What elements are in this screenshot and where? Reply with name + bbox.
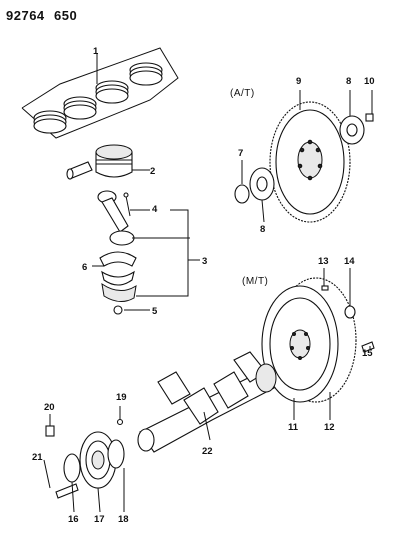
- piston-and-pin: [66, 144, 150, 180]
- callout-14: 14: [344, 256, 355, 267]
- diagram-code-left: 92764: [6, 8, 45, 23]
- callout-17: 17: [94, 514, 105, 525]
- callout-13: 13: [318, 256, 329, 267]
- callout-20: 20: [44, 402, 55, 413]
- section-label-at: (A/T): [230, 88, 255, 99]
- callout-19: 19: [116, 392, 127, 403]
- leader-bracket: [136, 209, 200, 297]
- callout-10: 10: [364, 76, 375, 87]
- connecting-rod: [97, 190, 190, 246]
- callout-3: 3: [202, 256, 207, 267]
- dowel-pin: [321, 268, 329, 291]
- callout-8-top: 8: [346, 76, 351, 87]
- crank-pulley-assembly: [43, 406, 125, 513]
- adapter-plate-at: [339, 90, 365, 145]
- drive-plate-bolt: [365, 90, 374, 122]
- callout-9: 9: [296, 76, 301, 87]
- callout-16: 16: [68, 514, 79, 525]
- drive-plate-at: [269, 90, 351, 223]
- callout-4: 4: [152, 204, 158, 215]
- callout-2: 2: [150, 166, 155, 177]
- rod-bearing-shells: [92, 251, 137, 302]
- flywheel-mt: [261, 277, 357, 420]
- rod-nut: [113, 305, 150, 315]
- callout-12: 12: [324, 422, 335, 433]
- spacer-and-adapter: [234, 160, 275, 223]
- section-label-mt: (M/T): [242, 276, 268, 287]
- pilot-bearing: [344, 268, 356, 319]
- callout-7: 7: [238, 148, 243, 159]
- callout-6: 6: [82, 262, 87, 273]
- callout-18: 18: [118, 514, 129, 525]
- callout-21: 21: [32, 452, 43, 463]
- callout-1: 1: [93, 46, 99, 57]
- piston-ring-set: [21, 47, 179, 139]
- callout-8-bottom: 8: [260, 224, 265, 235]
- callout-5: 5: [152, 306, 158, 317]
- callout-11: 11: [288, 422, 299, 433]
- diagram-code-right: 650: [54, 8, 78, 23]
- flywheel-bolt: [361, 341, 375, 353]
- crankshaft: [137, 351, 277, 453]
- callout-22: 22: [202, 446, 213, 457]
- callout-15: 15: [362, 348, 373, 359]
